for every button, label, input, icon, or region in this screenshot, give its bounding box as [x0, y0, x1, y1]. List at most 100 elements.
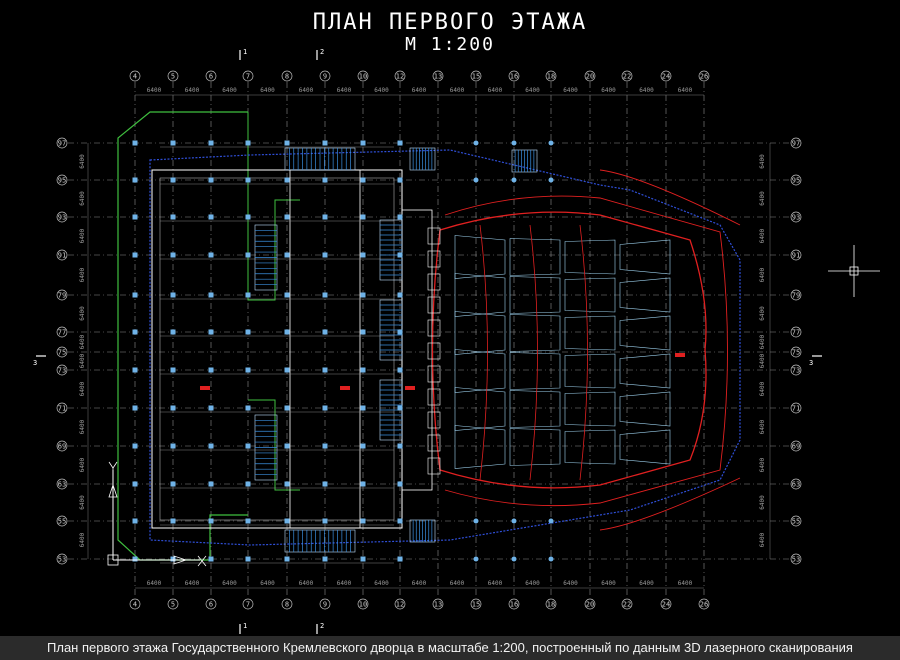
- image-caption: План первого этажа Государственного Крем…: [0, 636, 900, 660]
- column: [397, 443, 403, 449]
- axis-label-col: 9: [323, 73, 327, 81]
- axis-bubble: [432, 598, 444, 610]
- dimension-label: 6400: [260, 87, 275, 94]
- axis-bubble: [319, 598, 331, 610]
- column: [548, 177, 554, 183]
- axis-label-col: 6: [209, 73, 213, 81]
- axis-label-col: 16: [510, 73, 518, 81]
- axis-label-row: 77: [58, 329, 66, 337]
- dimension-label: 6400: [759, 267, 766, 282]
- column: [170, 556, 176, 562]
- axis-label-col: 24: [662, 601, 670, 609]
- axis-label-row: 93: [58, 214, 66, 222]
- axis-bubble: [56, 402, 68, 414]
- axis-bubble: [790, 478, 802, 490]
- axis-bubble: [56, 174, 68, 186]
- axis-bubble: [129, 70, 141, 82]
- ucs-axis-icon: [197, 555, 207, 567]
- axis-label-col: 20: [586, 601, 594, 609]
- axis-bubble: [56, 326, 68, 338]
- dimension-label: 6400: [601, 580, 616, 587]
- axis-bubble: [56, 440, 68, 452]
- column: [245, 443, 251, 449]
- dimension-label: 6400: [260, 580, 275, 587]
- dimension-label: 6400: [759, 154, 766, 169]
- axis-bubble: [167, 598, 179, 610]
- axis-label-col: 26: [700, 601, 708, 609]
- cad-icons: [107, 245, 880, 567]
- column: [132, 329, 138, 335]
- axis-bubble: [242, 598, 254, 610]
- axis-label-row: 79: [58, 292, 66, 300]
- axis-grid: [68, 82, 790, 596]
- column: [473, 140, 479, 146]
- axis-label-col: 12: [396, 73, 404, 81]
- axis-label-col: 22: [623, 73, 631, 81]
- dimension-label: 6400: [488, 87, 503, 94]
- column: [284, 292, 290, 298]
- main-block-inner-wall: [159, 177, 395, 521]
- axis-label-row: 93: [792, 214, 800, 222]
- axis-label-row: 69: [792, 443, 800, 451]
- axis-bubble: [790, 211, 802, 223]
- dimension-label: 6400: [79, 306, 86, 321]
- column: [284, 367, 290, 373]
- axis-label-row: 95: [58, 177, 66, 185]
- column: [360, 443, 366, 449]
- hall-red-top: [599, 169, 741, 226]
- dimension-label: 6400: [759, 532, 766, 547]
- dimension-label: 6400: [222, 580, 237, 587]
- dimension-label: 6400: [79, 532, 86, 547]
- axis-bubble: [281, 70, 293, 82]
- column: [322, 252, 328, 258]
- seating-block: [619, 429, 671, 465]
- axis-label-col: 8: [285, 601, 289, 609]
- column: [322, 556, 328, 562]
- seating-block: [509, 238, 561, 276]
- column: [208, 556, 214, 562]
- seating-block: [619, 391, 671, 427]
- hall-aisle: [479, 224, 488, 481]
- column: [397, 556, 403, 562]
- axis-label-col: 26: [700, 73, 708, 81]
- axis-bubble: [56, 289, 68, 301]
- axis-bubble: [281, 598, 293, 610]
- column: [548, 556, 554, 562]
- column: [360, 292, 366, 298]
- dimension-label: 6400: [222, 87, 237, 94]
- dimension-label: 6400: [759, 381, 766, 396]
- column: [170, 292, 176, 298]
- seating-block: [509, 428, 561, 466]
- hall-red-bottom: [599, 477, 741, 531]
- dimension-label: 6400: [79, 154, 86, 169]
- axis-bubble: [129, 598, 141, 610]
- column: [245, 556, 251, 562]
- column: [473, 177, 479, 183]
- axis-label-col: 16: [510, 601, 518, 609]
- seating-block: [564, 239, 616, 275]
- column: [397, 405, 403, 411]
- axis-bubble: [56, 249, 68, 261]
- column: [548, 140, 554, 146]
- axis-bubble: [790, 553, 802, 565]
- column: [208, 367, 214, 373]
- section-mark-label: 1: [243, 48, 247, 56]
- dimension-label: 6400: [563, 87, 578, 94]
- column: [322, 177, 328, 183]
- dimension-label: 6400: [525, 87, 540, 94]
- axis-bubble: [790, 515, 802, 527]
- axis-label-row: 75: [58, 349, 66, 357]
- seating-block: [564, 277, 616, 313]
- column: [473, 556, 479, 562]
- axis-bubble: [242, 70, 254, 82]
- section-mark-label: 3: [33, 359, 37, 367]
- axis-label-row: 53: [792, 556, 800, 564]
- axis-bubble: [56, 478, 68, 490]
- column: [284, 518, 290, 524]
- axis-bubble: [790, 364, 802, 376]
- column-markers: [132, 140, 554, 562]
- dimension-label: 6400: [450, 580, 465, 587]
- dimension-label: 6400: [412, 87, 427, 94]
- seating-block: [564, 429, 616, 465]
- hall-bay: [427, 227, 441, 245]
